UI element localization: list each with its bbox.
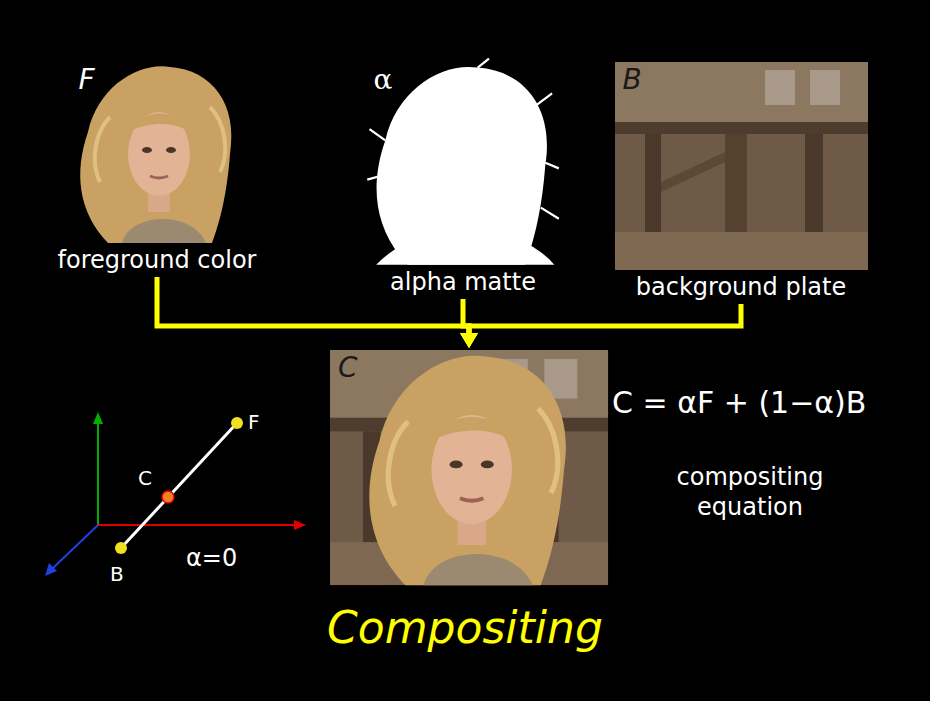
- axis-point-label: α=0: [186, 543, 237, 573]
- image-panel: Fforeground color: [58, 62, 257, 275]
- image-label: B: [623, 64, 642, 96]
- image-area: B: [615, 62, 868, 270]
- image-label: F: [78, 64, 94, 96]
- image-panel: Bbackground plate: [615, 62, 868, 302]
- image-caption: alpha matte: [390, 265, 536, 297]
- equation: C = αF + (1−α)B: [612, 384, 866, 422]
- axis-point-label: F: [248, 410, 260, 435]
- image-caption: background plate: [636, 270, 846, 302]
- image-area: F: [70, 62, 243, 243]
- image-panel: C: [330, 350, 608, 585]
- rgb-axes: [45, 412, 306, 576]
- image-panel: α alpha matte: [366, 62, 561, 297]
- equation-note: compositing equation: [655, 462, 845, 522]
- image-area: C: [330, 350, 608, 585]
- axis-point-label: C: [138, 466, 152, 491]
- axis-point-label: B: [110, 562, 124, 587]
- slide-title: Compositing: [0, 600, 930, 655]
- merge-connector: [460, 304, 741, 348]
- image-caption: foreground color: [58, 243, 257, 275]
- image-label: C: [338, 352, 358, 384]
- image-label: α: [374, 64, 393, 96]
- image-area: α: [366, 62, 561, 265]
